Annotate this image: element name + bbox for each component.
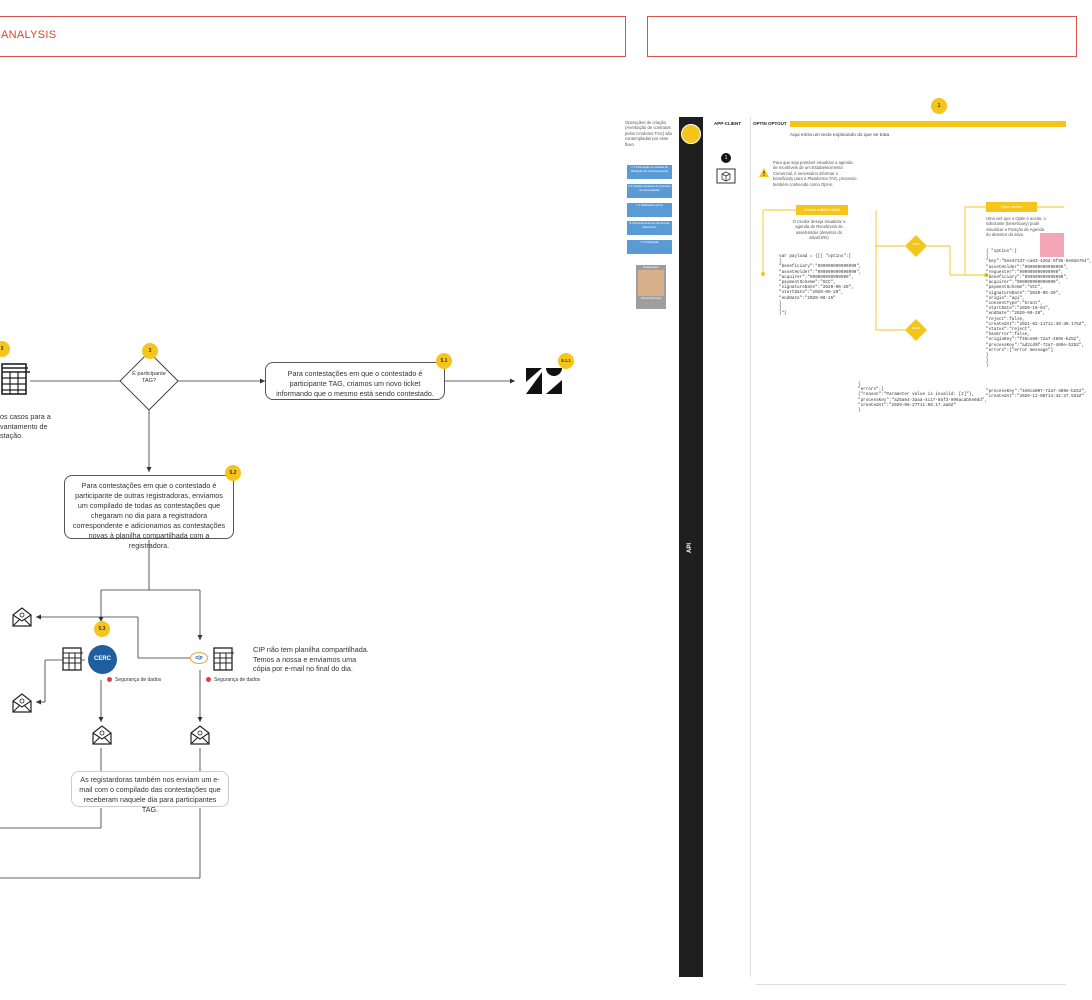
box-5-1: Para contestações em que o contestado é …: [265, 362, 445, 400]
spreadsheet-icon: [212, 646, 236, 677]
left-header-frame: ANALYSIS: [0, 16, 626, 57]
ops-note: Operações de criação (Averbação de contr…: [625, 120, 673, 147]
create-optin-label: Credor solicita Optin: [796, 205, 848, 215]
left-header-title: ANALYSIS: [1, 29, 57, 41]
flow-step-box: 5.1 Criação pendente de processo de reco…: [627, 184, 672, 198]
cerc-logo: CERC: [88, 645, 117, 674]
code-response-payload: { "optins":[ { "key":"5ee47137-ca63-426d…: [986, 249, 1092, 369]
diamond-reject-label: Rejeita: [911, 327, 921, 330]
mail-icon: [11, 606, 33, 633]
right-header-frame: [647, 16, 1077, 57]
mail-icon: [189, 724, 211, 751]
api-lane-logo: [681, 124, 701, 144]
decision-diamond-validate: [905, 235, 927, 257]
decision-text: É participante TAG?: [132, 371, 166, 384]
alert-dot: [206, 677, 211, 683]
spreadsheet-icon: [0, 362, 32, 403]
sticky-note: [1040, 233, 1064, 257]
flow-step-box: 7.1 Informação de dúvidas de Validação d…: [627, 165, 672, 179]
code-request-payload: var payload = {[{ "optins":[ { "benefici…: [779, 254, 862, 317]
api-lane-label: API: [687, 542, 694, 554]
alert-dot: [107, 677, 112, 683]
flow-step-box: 7.3 Notificação: [627, 240, 672, 254]
cip-note: CIP não tem planilha compartilhada. Temo…: [253, 645, 369, 673]
left-caption-line: stação.: [0, 431, 24, 440]
mail-icon: [11, 692, 33, 719]
warning-icon: [759, 164, 769, 182]
create-optin-desc: O Credor deseja visualizar a agenda de R…: [792, 219, 846, 241]
lane-bottom-line: [756, 984, 1066, 985]
decision-badge: 3: [142, 343, 158, 359]
lane-separator: [750, 117, 751, 977]
left-caption-line: vantamento de: [0, 421, 48, 431]
security-label: Segurança de dados: [115, 677, 162, 683]
badge-5-3: 5.3: [94, 621, 110, 637]
badge-5-1-1: 5.1.1: [558, 353, 574, 369]
badge-5-1: 5.1: [436, 353, 452, 369]
left-caption-line: os casos para a: [0, 412, 51, 421]
code-error-payload: { "errors":[ {"reason":"Parameter value …: [858, 382, 987, 414]
left-caption: os casos para a vantamento de stação.: [0, 412, 60, 441]
diamond-validate-label: Valida: [912, 243, 920, 246]
flow-step-box: 5.3 Recebimento de Opt-Out de Recebíveis: [627, 221, 672, 235]
optin-subtitle: Aqui entra um texto explicando do que se…: [790, 133, 890, 138]
bottom-info-box: As registardoras também nos enviam um e-…: [71, 771, 229, 814]
mail-icon: [91, 724, 113, 751]
flow-step-box: 7.2 Notificação Opt-in: [627, 203, 672, 217]
person-card: Responsável Nome da Pessoa: [636, 265, 666, 309]
cip-logo: cip: [190, 652, 208, 664]
person-card-caption: Responsável: [643, 266, 659, 269]
api-swimlane-bar: API: [679, 117, 703, 977]
warning-note: Para que seja possível visualizar a agen…: [773, 160, 857, 187]
decision-diamond-reject: [905, 319, 927, 341]
cube-icon: [716, 168, 736, 189]
col-optin-optout: OPTIN OPTOUT: [753, 121, 787, 126]
optin-accept-label: Optin aceito: [986, 202, 1037, 212]
code-process-payload: "processKey":"4e0ca007-72a7-489e-b252", …: [986, 389, 1087, 400]
col-app-client: APP-CLIENT: [714, 121, 741, 126]
app-client-step-badge: 1: [721, 153, 731, 163]
person-photo: [638, 270, 664, 296]
zendesk-icon: [524, 366, 564, 401]
security-label: Segurança de dados: [214, 677, 261, 683]
cerc-logo-text: CERC: [93, 656, 111, 662]
top-step-badge: 1: [931, 98, 947, 114]
box-5-2: Para contestações em que o contestado é …: [64, 475, 234, 550]
optin-accept-desc: Uma vez que o Optin é aceito, o solicita…: [986, 216, 1046, 238]
cip-logo-text: cip: [195, 655, 203, 661]
badge-5-2: 5.2: [225, 465, 241, 481]
security-tag-cerc: Segurança de dados: [107, 677, 161, 683]
security-tag-cip: Segurança de dados: [206, 677, 260, 683]
optin-flow-connectors: [761, 206, 1064, 341]
spreadsheet-icon: [61, 646, 85, 677]
decision-diamond: [119, 351, 179, 411]
person-card-name: Nome da Pessoa: [641, 297, 661, 300]
optin-yellow-bar: [790, 121, 1066, 127]
step-badge-3: 3: [0, 341, 10, 357]
